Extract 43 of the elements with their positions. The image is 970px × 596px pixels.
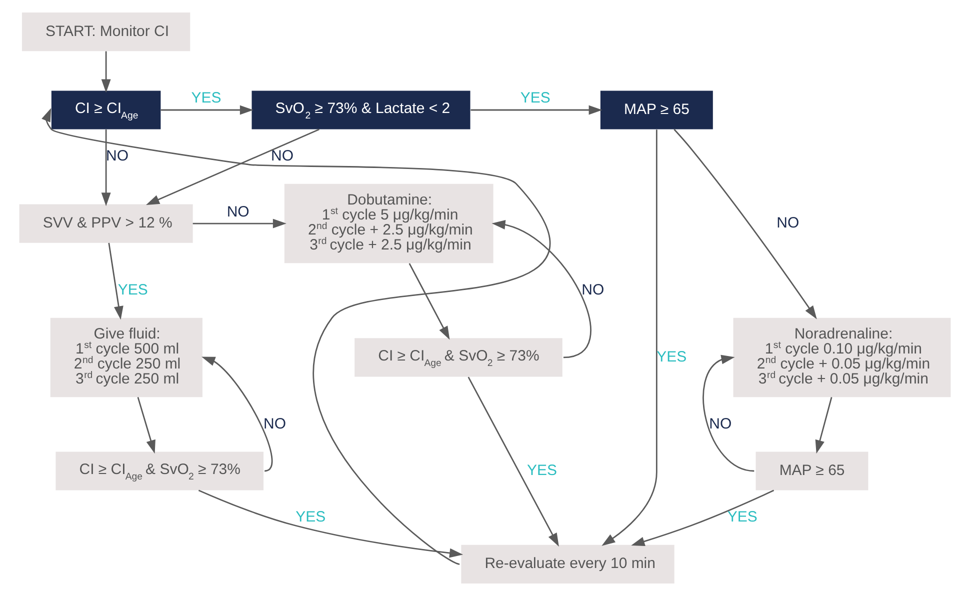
arrow — [492, 220, 592, 358]
arrow — [470, 105, 602, 115]
arrow — [192, 218, 286, 228]
node-box: SVV & PPV > 12 % — [19, 204, 193, 243]
node-box: Dobutamine: 1$^{st}$ cycle 5 μg/kg/min 2$^{nd}$ cycle + 2.5 μg/kg/min 3$^{rd}$ cycle + 2.5 μg/kg/min — [284, 184, 494, 264]
node-box: Re-evaluate every 10 min — [461, 544, 674, 584]
arrow — [160, 105, 254, 115]
node-box: CI ≥ CI$_{Age}$ — [51, 90, 161, 130]
edge-label: YES — [118, 281, 148, 298]
edge-label: YES — [527, 462, 558, 479]
arrow — [137, 396, 156, 454]
node-box: MAP ≥ 65 — [600, 90, 713, 130]
edge-label: NO — [271, 148, 294, 165]
arrow — [408, 263, 450, 340]
arrow — [101, 51, 111, 93]
node-box: Give fluid: 1$^{st}$ cycle 500 ml 2$^{nd}$ cycle 250 ml 3$^{rd}$ cycle 250 ml — [50, 318, 202, 398]
arrow — [42, 108, 550, 565]
node-box: Noradrenaline: 1$^{st}$ cycle 0.10 μg/kg/min 2$^{nd}$ cycle + 0.05 μg/kg/min 3$^{rd}$ cycle + 0.05 μg/kg/min — [733, 318, 951, 398]
node-box: MAP ≥ 65 — [756, 452, 868, 490]
edge-label: YES — [727, 508, 758, 526]
node-box: SvO$_{2}$ ≥ 73% & Lactate < 2 — [252, 90, 470, 130]
node-box: START: Monitor CI — [22, 12, 190, 52]
arrow — [631, 490, 774, 546]
arrow — [146, 128, 320, 206]
arrow — [674, 128, 817, 320]
edge-label: NO — [226, 203, 250, 220]
node-box: CI ≥ CI$_{Age}$ & SvO$_{2}$ ≥ 73% — [56, 452, 264, 490]
edge-label: NO — [106, 148, 129, 165]
arrow — [602, 130, 658, 546]
arrow — [108, 242, 124, 320]
edge-label: NO — [582, 281, 604, 298]
edge-label: NO — [776, 214, 800, 232]
arrow — [468, 376, 559, 547]
arrow — [101, 129, 111, 206]
arrow — [702, 354, 754, 472]
arrow — [198, 490, 464, 558]
edge-label: YES — [296, 508, 326, 526]
edge-label: YES — [520, 90, 550, 107]
arrow — [815, 397, 832, 454]
node-box: CI ≥ CI$_{Age}$ & SvO$_{2}$ ≥ 73% — [354, 338, 562, 377]
edge-label: NO — [264, 415, 286, 432]
edge-label: NO — [709, 415, 732, 432]
edge-label: YES — [191, 90, 222, 107]
